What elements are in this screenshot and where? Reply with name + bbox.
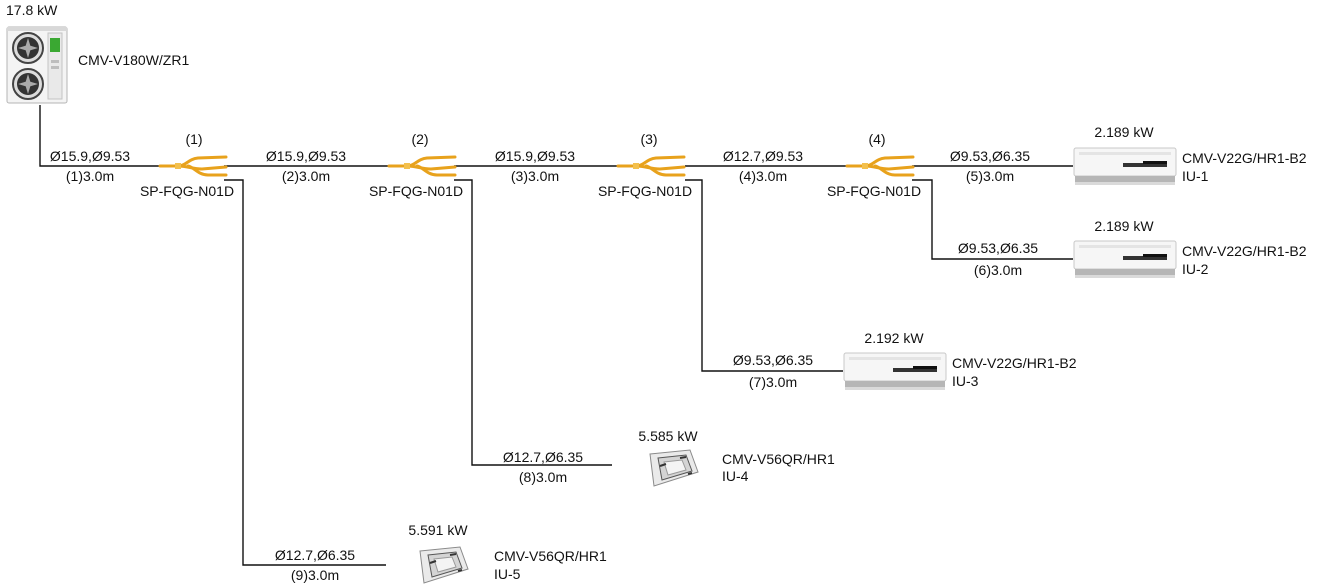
- pipe-length: (7)3.0m: [748, 374, 798, 390]
- outdoor-model: CMV-V180W/ZR1: [78, 52, 190, 68]
- branch-joint-icon[interactable]: [158, 155, 228, 177]
- outdoor-capacity: 17.8 kW: [6, 2, 58, 18]
- pipe-length: (8)3.0m: [518, 469, 568, 485]
- branch-joint-icon[interactable]: [845, 155, 915, 177]
- pipe-size: Ø15.9,Ø9.53: [265, 148, 347, 164]
- branch-joint-icon[interactable]: [387, 155, 457, 177]
- indoor-model: CMV-V22G/HR1-B2: [1182, 243, 1307, 259]
- branch-model: SP-FQG-N01D: [597, 183, 693, 199]
- wall-unit-icon[interactable]: [843, 352, 947, 391]
- pipe-length: (2)3.0m: [281, 168, 331, 184]
- branch-index: (2): [411, 131, 429, 147]
- branch-model: SP-FQG-N01D: [826, 183, 922, 199]
- pipe-length: (5)3.0m: [965, 168, 1015, 184]
- pipe-7: [685, 179, 843, 372]
- indoor-model: CMV-V56QR/HR1: [722, 451, 835, 467]
- indoor-capacity: 2.192 kW: [864, 330, 924, 346]
- indoor-model: CMV-V22G/HR1-B2: [1182, 150, 1307, 166]
- pipe-size: Ø15.9,Ø9.53: [49, 148, 131, 164]
- pipe-6: [912, 179, 1073, 260]
- indoor-capacity: 2.189 kW: [1094, 218, 1154, 234]
- pipe-size: Ø9.53,Ø6.35: [732, 352, 814, 368]
- pipe-size: Ø9.53,Ø6.35: [957, 240, 1039, 256]
- wall-unit-icon[interactable]: [1073, 240, 1177, 279]
- indoor-name: IU-3: [952, 373, 979, 389]
- indoor-name: IU-4: [722, 468, 749, 484]
- pipe-size: Ø12.7,Ø9.53: [722, 148, 804, 164]
- indoor-name: IU-1: [1182, 168, 1209, 184]
- outdoor-unit-icon[interactable]: [6, 26, 68, 104]
- indoor-model: CMV-V22G/HR1-B2: [952, 355, 1077, 371]
- pipe-size: Ø9.53,Ø6.35: [949, 148, 1031, 164]
- pipe-length: (9)3.0m: [290, 567, 340, 583]
- pipe-length: (3)3.0m: [510, 168, 560, 184]
- pipe-size: Ø15.9,Ø9.53: [494, 148, 576, 164]
- cassette-unit-icon[interactable]: [419, 546, 469, 584]
- pipe-8: [454, 179, 612, 466]
- indoor-capacity: 5.591 kW: [408, 522, 468, 538]
- branch-model: SP-FQG-N01D: [368, 183, 464, 199]
- cassette-unit-icon[interactable]: [649, 449, 699, 487]
- branch-index: (1): [185, 131, 203, 147]
- pipe-1: [39, 105, 168, 167]
- indoor-capacity: 2.189 kW: [1094, 124, 1154, 140]
- pipe-size: Ø12.7,Ø6.35: [502, 449, 584, 465]
- indoor-name: IU-2: [1182, 261, 1209, 277]
- pipe-length: (1)3.0m: [65, 168, 115, 184]
- branch-index: (4): [868, 131, 886, 147]
- indoor-name: IU-5: [494, 566, 521, 582]
- pipe-length: (6)3.0m: [973, 262, 1023, 278]
- branch-index: (3): [640, 131, 658, 147]
- branch-model: SP-FQG-N01D: [139, 183, 235, 199]
- pipe-length: (4)3.0m: [738, 168, 788, 184]
- indoor-capacity: 5.585 kW: [638, 428, 698, 444]
- pipe-9: [224, 179, 386, 566]
- pipe-size: Ø12.7,Ø6.35: [274, 547, 356, 563]
- branch-joint-icon[interactable]: [616, 155, 686, 177]
- indoor-model: CMV-V56QR/HR1: [494, 548, 607, 564]
- wall-unit-icon[interactable]: [1073, 147, 1177, 186]
